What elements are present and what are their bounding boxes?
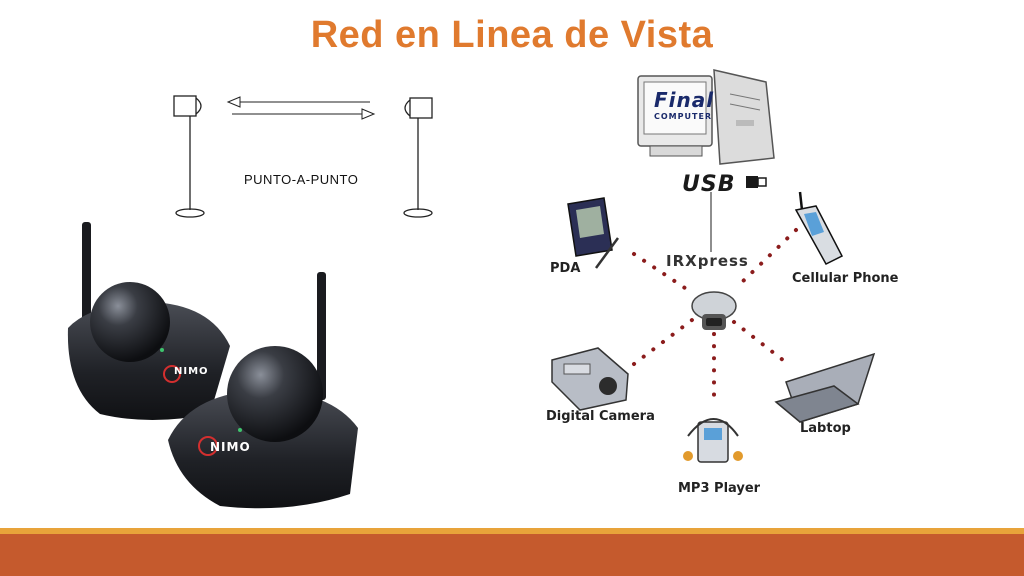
laptop-icon (774, 352, 876, 423)
usb-plug-icon (746, 176, 767, 188)
computer-brand-line2: COMPUTER (654, 112, 713, 121)
usb-label: USB (682, 172, 736, 197)
irxpress-hub-icon (691, 291, 737, 330)
bidirectional-arrow-icon (226, 96, 376, 120)
mp3-player-icon (683, 418, 743, 463)
infrared-links (632, 228, 798, 406)
nimo-logo-front (198, 436, 218, 456)
nimo-unit-front (168, 272, 358, 509)
irxpress-hub-label: IRXpress (666, 252, 749, 270)
device-label-mp3-player: MP3 Player (678, 481, 761, 496)
antenna-right-icon (403, 97, 433, 218)
footer-accent-line (0, 528, 1024, 534)
footer-bar (0, 534, 1024, 576)
device-label-pda: PDA (550, 261, 581, 276)
device-label-labtop: Labtop (800, 421, 851, 436)
point-to-point-diagram (173, 95, 433, 218)
nimo-device-image (67, 222, 358, 509)
nimo-brand-back: NIMO (174, 366, 209, 377)
antenna-left-icon (173, 95, 205, 218)
device-label-digital-camera: Digital Camera (546, 409, 655, 424)
computer-brand-line1: Final (654, 88, 715, 112)
point-to-point-label: PUNTO-A-PUNTO (244, 172, 359, 187)
slide-title: Red en Linea de Vista (310, 14, 714, 56)
irxpress-diagram (551, 69, 876, 463)
nimo-logo-back (163, 365, 181, 383)
nimo-brand-front: NIMO (210, 440, 251, 454)
phone-icon (794, 191, 844, 265)
camera-icon (551, 347, 629, 411)
computer-icon (637, 69, 775, 165)
pda-icon (567, 197, 620, 269)
device-label-cellular-phone: Cellular Phone (792, 271, 899, 286)
nimo-unit-back (67, 222, 230, 420)
